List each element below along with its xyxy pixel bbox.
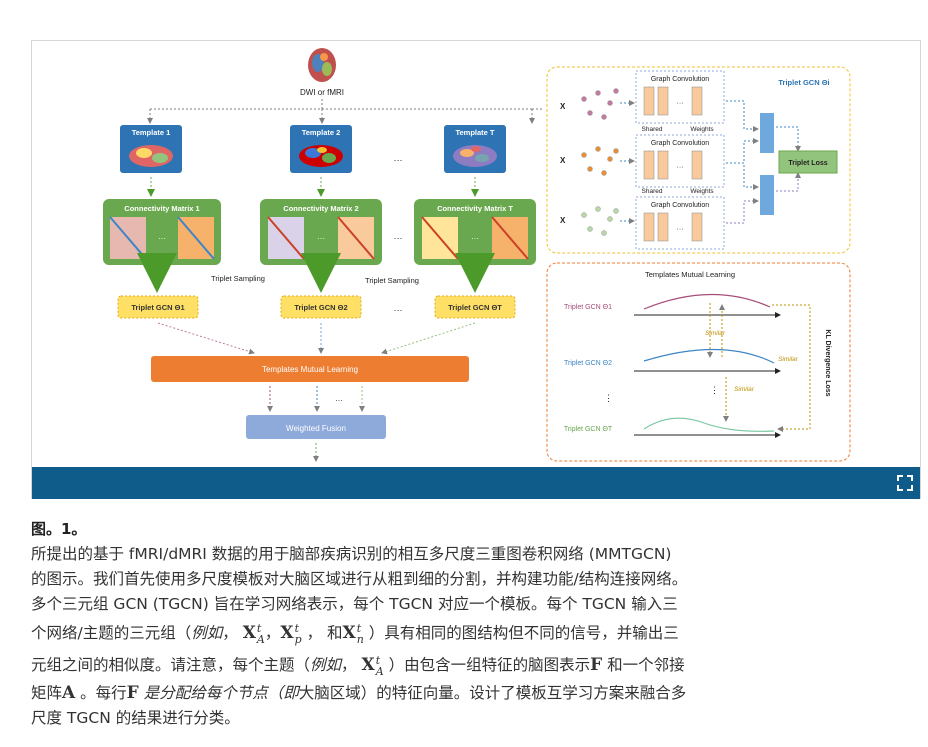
svg-text:Triplet GCN Θ1: Triplet GCN Θ1: [564, 304, 612, 311]
svg-text:Weights: Weights: [690, 188, 714, 195]
triplet-gcn-panel: Triplet GCN Θi X X X Graph Convolution: [546, 66, 851, 254]
graph-conv-1: Graph Convolution ···: [635, 70, 725, 124]
figure-caption-bar: [32, 467, 920, 499]
mutual-learning-box: Templates Mutual Learning: [151, 356, 469, 382]
svg-text:···: ···: [677, 100, 684, 107]
tgcn-1: Triplet GCN Θ1: [117, 295, 199, 319]
caption-line-3: 多个三元组 GCN (TGCN) 旨在学习网络表示，每个 TGCN 对应一个模板…: [31, 595, 678, 613]
mutual-learning-panel: Templates Mutual Learning Triplet GCN Θ1…: [546, 262, 851, 462]
svg-text:X: X: [560, 216, 566, 225]
svg-text:X: X: [560, 156, 566, 165]
tgcn-2: Triplet GCN Θ2: [280, 295, 362, 319]
input-brain-icon: [308, 48, 336, 82]
svg-text:Shared: Shared: [642, 126, 663, 133]
svg-text:···: ···: [158, 234, 166, 243]
graph-conv-2: Graph Convolution ···: [635, 134, 725, 188]
svg-text:Similar: Similar: [778, 356, 799, 363]
triplet-loss-box: Triplet Loss: [778, 150, 838, 174]
svg-text:X: X: [560, 102, 566, 111]
svg-text:Triplet GCN Θ2: Triplet GCN Θ2: [564, 360, 612, 367]
svg-text:Triplet Loss: Triplet Loss: [788, 160, 827, 167]
caption-line-1: 所提出的基于 fMRI/dMRI 数据的用于脑部疾病识别的相互多尺度三重图卷积网…: [31, 545, 672, 563]
svg-text:KL Divergence Loss: KL Divergence Loss: [824, 329, 831, 396]
svg-text:Graph Convolution: Graph Convolution: [651, 140, 709, 147]
svg-text:Triplet GCN Θi: Triplet GCN Θi: [778, 78, 829, 87]
figure-caption: 所提出的基于 fMRI/dMRI 数据的用于脑部疾病识别的相互多尺度三重图卷积网…: [31, 542, 921, 731]
svg-text:···: ···: [317, 234, 325, 243]
figure-diagram: DWI or fMRI Template 1 Template 2 ···: [103, 48, 851, 462]
ellipsis-3: ···: [394, 305, 403, 315]
connectivity-matrix-1: Connectivity Matrix 1 ···: [103, 199, 221, 265]
svg-text:Similar: Similar: [734, 386, 755, 393]
svg-text:Triplet GCN Θ2: Triplet GCN Θ2: [294, 303, 347, 312]
svg-text:Templates Mutual Learning: Templates Mutual Learning: [262, 365, 358, 374]
svg-text:Weighted Fusion: Weighted Fusion: [286, 424, 346, 433]
figure-label: 图。1。: [31, 520, 87, 538]
svg-text:Connectivity Matrix 2: Connectivity Matrix 2: [283, 204, 358, 213]
template-1: Template 1: [120, 125, 182, 173]
svg-text:Connectivity Matrix T: Connectivity Matrix T: [437, 204, 513, 213]
template-2: Template 2: [290, 125, 352, 173]
expand-icon[interactable]: [896, 474, 914, 492]
connectivity-matrix-2: Connectivity Matrix 2 ···: [260, 199, 382, 265]
connectivity-matrix-T: Connectivity Matrix T ···: [414, 199, 536, 265]
svg-text:···: ···: [677, 164, 684, 171]
svg-text:···: ···: [471, 234, 479, 243]
svg-text:⋮: ⋮: [604, 393, 613, 403]
svg-text:Template 2: Template 2: [302, 128, 341, 137]
triplet-sampling-1: Triplet Sampling: [211, 274, 265, 283]
ellipsis-1: ···: [394, 155, 403, 165]
svg-text:Graph Convolution: Graph Convolution: [651, 76, 709, 83]
svg-text:Shared: Shared: [642, 188, 663, 195]
svg-text:Triplet GCN ΘT: Triplet GCN ΘT: [564, 426, 613, 433]
svg-text:Template T: Template T: [455, 128, 494, 137]
svg-text:Weights: Weights: [690, 126, 714, 133]
caption-line-7: 尺度 TGCN 的结果进行分类。: [31, 709, 240, 727]
svg-text:Triplet GCN ΘT: Triplet GCN ΘT: [448, 303, 502, 312]
weighted-fusion-box: Weighted Fusion: [246, 415, 386, 439]
tgcn-T: Triplet GCN ΘT: [434, 295, 516, 319]
figure-frame: DWI or fMRI Template 1 Template 2 ···: [31, 40, 921, 499]
graph-conv-3: Graph Convolution ···: [635, 196, 725, 250]
svg-text:Similar: Similar: [705, 330, 726, 337]
svg-text:Triplet GCN Θ1: Triplet GCN Θ1: [131, 303, 184, 312]
ellipsis-2: ···: [394, 233, 403, 243]
svg-text:Graph Convolution: Graph Convolution: [651, 202, 709, 209]
svg-text:···: ···: [677, 226, 684, 233]
template-T: Template T: [444, 125, 506, 173]
input-label: DWI or fMRI: [300, 88, 344, 97]
caption-line-6: 矩阵A 。每行F 是分配给每个节点（即大脑区域）的特征向量。设计了模板互学习方案…: [31, 683, 687, 703]
caption-line-2: 的图示。我们首先使用多尺度模板对大脑区域进行从粗到细的分割，并构建功能/结构连接…: [31, 570, 688, 588]
ellipsis-4: ···: [335, 396, 343, 405]
svg-text:⋮: ⋮: [710, 385, 719, 395]
svg-text:Template 1: Template 1: [132, 128, 171, 137]
svg-text:Templates Mutual Learning: Templates Mutual Learning: [645, 270, 735, 279]
svg-text:Connectivity Matrix 1: Connectivity Matrix 1: [124, 204, 199, 213]
triplet-sampling-2: Triplet Sampling: [365, 276, 419, 285]
